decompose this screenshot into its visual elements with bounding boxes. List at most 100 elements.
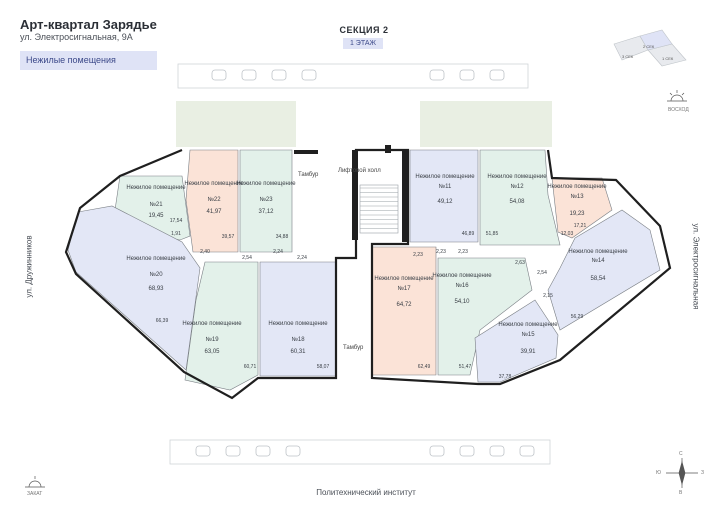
- car-icon: [489, 69, 505, 81]
- unit-13-no: №13: [570, 193, 584, 200]
- unit-20-area[interactable]: [67, 205, 201, 371]
- car-icon: [429, 445, 445, 457]
- sub-area: 1,91: [171, 231, 181, 237]
- sunrise-label: ВОСХОД: [668, 107, 689, 113]
- unit-labels: Нежилое помещение №21 19,45 Нежилое поме…: [126, 174, 628, 355]
- compass-icon: [666, 458, 698, 488]
- unit-13-area-val: 19,23: [569, 211, 585, 217]
- unit-22-area-val: 41,97: [206, 209, 222, 215]
- unit-13-area[interactable]: [551, 177, 613, 239]
- unit-22-area[interactable]: [185, 149, 239, 253]
- unit-18-area[interactable]: [259, 261, 337, 377]
- unit-14-area-val: 58,54: [590, 276, 606, 282]
- unit-22-type: Нежилое помещение: [184, 181, 244, 187]
- building-outline: [64, 148, 672, 400]
- unit-16-type: Нежилое помещение: [432, 273, 492, 279]
- unit-19-area-val: 63,05: [204, 349, 220, 355]
- compass-s: В: [679, 490, 683, 496]
- unit-17-area[interactable]: [371, 246, 437, 376]
- unit-21-area-val: 19,45: [148, 213, 164, 219]
- sub-area: 17,54: [170, 218, 183, 224]
- unit-11-type: Нежилое помещение: [415, 174, 475, 180]
- unit-14-type: Нежилое помещение: [568, 249, 628, 255]
- sub-area: 46,89: [462, 231, 475, 237]
- unit-12-area-val: 54,08: [509, 199, 525, 205]
- unit-21-no: №21: [149, 201, 163, 208]
- minimap-label: 2 СЕК: [643, 44, 655, 49]
- street-bottom: Политехнический институт: [316, 488, 416, 497]
- unit-12-area[interactable]: [479, 149, 561, 246]
- sub-area: 2,15: [543, 293, 553, 299]
- car-icon: [195, 445, 211, 457]
- sub-area: 2,23: [436, 249, 446, 255]
- filter-tag-nonresidential[interactable]: Нежилые помещения: [20, 51, 157, 70]
- unit-19-no: №19: [205, 336, 219, 343]
- stair: [359, 184, 399, 234]
- car-icon: [271, 69, 287, 81]
- unit-15-no: №15: [521, 331, 535, 338]
- unit-15-area[interactable]: [474, 299, 559, 383]
- unit-16-area-val: 54,10: [454, 299, 470, 305]
- sub-area: 51,85: [486, 231, 499, 237]
- unit-20-type: Нежилое помещение: [126, 256, 186, 262]
- unit-23-area[interactable]: [239, 149, 293, 253]
- sub-area: 34,88: [276, 234, 289, 240]
- sub-area: 2,24: [273, 249, 283, 255]
- unit-19-type: Нежилое помещение: [182, 321, 242, 327]
- unit-23-no: №23: [259, 196, 273, 203]
- sub-area: 66,39: [156, 318, 169, 324]
- sub-area: 17,21: [574, 223, 587, 229]
- sub-area: 12,03: [561, 231, 574, 237]
- car-icon: [519, 445, 535, 457]
- minimap: [613, 29, 687, 67]
- car-icons: [195, 69, 535, 457]
- unit-22-no: №22: [207, 196, 221, 203]
- compass-n: С: [679, 451, 683, 457]
- parking-bottom: [169, 439, 551, 465]
- lift-hall: Лифтовой холл: [338, 167, 381, 174]
- unit-18-area-val: 60,31: [290, 349, 306, 355]
- sub-area: 2,23: [413, 252, 423, 258]
- minimap-label: 1 СЕК: [662, 56, 674, 61]
- unit-17-area-val: 64,72: [396, 302, 412, 308]
- unit-20-area-val: 68,93: [148, 286, 164, 292]
- section-name: СЕКЦИЯ 2: [339, 25, 389, 35]
- unit-18-type: Нежилое помещение: [268, 321, 328, 327]
- unit-16-area[interactable]: [437, 257, 533, 376]
- sub-area: 51,47: [459, 364, 472, 370]
- car-icon: [255, 445, 271, 457]
- sub-area: 58,07: [317, 364, 330, 370]
- unit-14-area[interactable]: [547, 209, 661, 331]
- parking-top: [177, 63, 529, 89]
- unit-11-no: №11: [439, 183, 452, 190]
- page-title: Арт-квартал Зарядье: [20, 17, 157, 32]
- unit-15-area-val: 39,91: [520, 349, 536, 355]
- unit-19-area[interactable]: [184, 261, 259, 391]
- sub-area: 2,24: [297, 255, 307, 261]
- tambur-bottom: Тамбур: [343, 345, 364, 351]
- unit-17-no: №17: [397, 285, 411, 292]
- sub-area: 37,78: [499, 374, 512, 380]
- unit-14-no: №14: [591, 257, 605, 264]
- unit-17-type: Нежилое помещение: [374, 276, 434, 282]
- car-icon: [225, 445, 241, 457]
- minimap-label: 3 СЕК: [622, 54, 634, 59]
- unit-18-no: №18: [291, 336, 305, 343]
- unit-11-area[interactable]: [409, 149, 479, 243]
- car-icon: [459, 69, 475, 81]
- car-icon: [429, 69, 445, 81]
- compass-e: З: [701, 470, 705, 476]
- unit-11-area-val: 49,12: [437, 199, 453, 205]
- tambur-top: Тамбур: [298, 172, 319, 178]
- sub-area: 2,54: [537, 270, 547, 276]
- sunset-label: ЗАКАТ: [27, 491, 43, 497]
- unit-12-no: №12: [510, 183, 524, 190]
- sunrise-icon: [667, 90, 687, 102]
- unit-23-type: Нежилое помещение: [236, 181, 296, 187]
- sub-area-labels: 17,54 1,91 2,40 39,57 34,88 2,24 2,54 2,…: [156, 218, 587, 380]
- compass-w: Ю: [656, 470, 662, 476]
- floor-badge[interactable]: 1 ЭТАЖ: [343, 38, 383, 49]
- balconies: [176, 101, 552, 147]
- car-icon: [285, 445, 301, 457]
